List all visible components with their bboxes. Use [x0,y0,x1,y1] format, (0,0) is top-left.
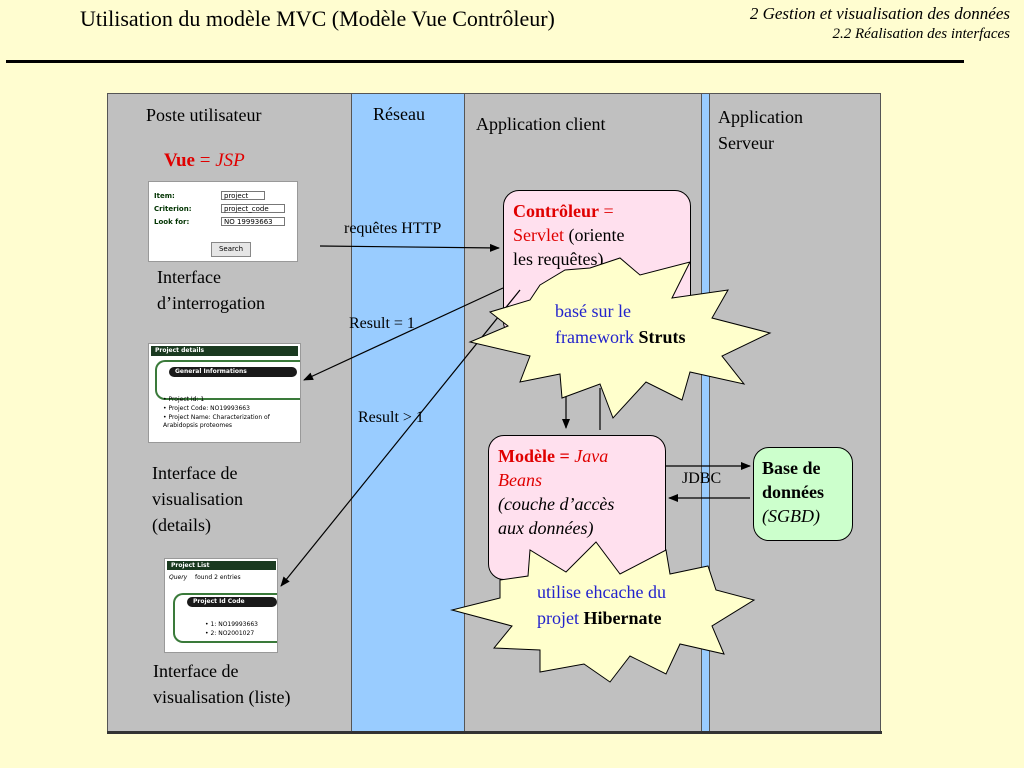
model-desc1: (couche d’accès [498,494,615,514]
list-item-2: • 2: NO2001027 [205,630,255,637]
controller-desc1: (oriente [564,225,625,245]
view-tech: JSP [215,150,245,171]
server-application-panel [709,93,881,733]
form-label-lookfor: Look for: [154,218,190,226]
result-multiple-label: Result > 1 [358,409,424,426]
db-line1: Base de [762,458,821,478]
struts-callout-text: basé sur le framework Struts [555,298,685,350]
server-label-line2: Serveur [718,133,774,153]
details-label-line3: (details) [152,515,211,535]
model-box: Modèle = Java Beans (couche d’accès aux … [488,435,666,580]
details-section-pill: General Informations [169,367,297,377]
hibernate-callout-text: utilise ehcache du projet Hibernate [537,579,666,631]
section-title: 2 Gestion et visualisation des données [749,4,1010,23]
http-requests-label: requêtes HTTP [344,220,442,237]
network-panel [351,93,465,733]
details-label-line1: Interface de [152,463,238,483]
query-form-thumbnail: Item: Criterion: Look for: project proje… [148,181,298,262]
panel-shadow [107,731,882,734]
database-box: Base de données (SGBD) [753,447,853,541]
details-label-line2: visualisation [152,489,243,509]
model-title: Modèle = [498,446,575,466]
view-eq: = [194,150,216,171]
details-header-bar: Project details [151,346,298,356]
lookfor-input: NO 19993663 [221,217,285,226]
details-item-1: • Project Id: 1 [163,396,205,403]
list-item-1: • 1: NO19993663 [205,621,258,628]
criterion-select: project_code [221,204,285,213]
struts-line2: framework [555,327,639,347]
model-desc2: aux données) [498,518,594,538]
controller-eq: = [598,201,614,221]
struts-starburst [468,257,772,419]
result-single-arrow [303,287,504,381]
details-thumbnail: Project details General Informations • P… [148,343,301,443]
list-column-pill: Project Id Code [187,597,277,607]
list-header-bar: Project List [167,561,276,570]
db-line2: données [762,482,825,502]
list-label-line1: Interface de [153,661,239,681]
struts-bold: Struts [638,327,686,347]
server-label-line1: Application [718,107,803,127]
http-request-arrow [319,243,500,252]
details-interface-label: Interface de visualisation (details) [152,460,243,538]
query-label-line2: d’interrogation [157,293,265,313]
section-heading: 2 Gestion et visualisation des données 2… [750,4,1010,43]
db-line3: (SGBD) [762,506,820,526]
hibernate-line1: utilise ehcache du [537,582,666,602]
client-column-label: Application client [476,114,606,134]
details-section-frame [155,360,300,400]
hibernate-starburst [450,541,756,683]
result-single-label: Result = 1 [349,315,415,332]
view-word: Vue [164,150,195,171]
controller-title: Contrôleur [513,201,599,221]
query-label-line1: Interface [157,267,221,287]
header-rule [6,60,964,63]
form-label-criterion: Criterion: [154,205,192,213]
controller-tech: Servlet [513,225,564,245]
user-column-label: Poste utilisateur [146,105,262,125]
controller-desc2: les requêtes) [513,249,604,269]
subsection-title: 2.2 Réalisation des interfaces [832,26,1010,42]
server-column-label: Application Serveur [718,104,803,156]
search-button: Search [211,242,251,257]
form-label-item: Item: [154,192,175,200]
slide-title: Utilisation du modèle MVC (Modèle Vue Co… [80,6,555,31]
list-label-line2: visualisation (liste) [153,687,291,707]
result-multiple-arrow [280,289,521,587]
model-tech-2: Beans [498,470,542,490]
list-query-text: found 2 entries [195,574,241,581]
item-select: project [221,191,265,200]
details-item-2: • Project Code: NO19993663 [163,405,250,412]
hibernate-bold: Hibernate [583,608,662,628]
struts-line1: basé sur le [555,301,631,321]
view-label: Vue = JSP [164,150,245,172]
list-interface-label: Interface de visualisation (liste) [153,658,290,710]
network-column-label: Réseau [373,104,425,124]
model-tech-1: Java [574,446,609,466]
details-item-3: • Project Name: Characterization of Arab… [163,414,270,429]
query-interface-label: Interface d’interrogation [157,264,265,316]
list-thumbnail: Project List Query found 2 entries Proje… [164,558,278,653]
hibernate-line2: projet [537,608,584,628]
list-section-frame [173,593,277,643]
jdbc-label: JDBC [682,470,722,487]
list-query-label: Query [169,574,188,581]
